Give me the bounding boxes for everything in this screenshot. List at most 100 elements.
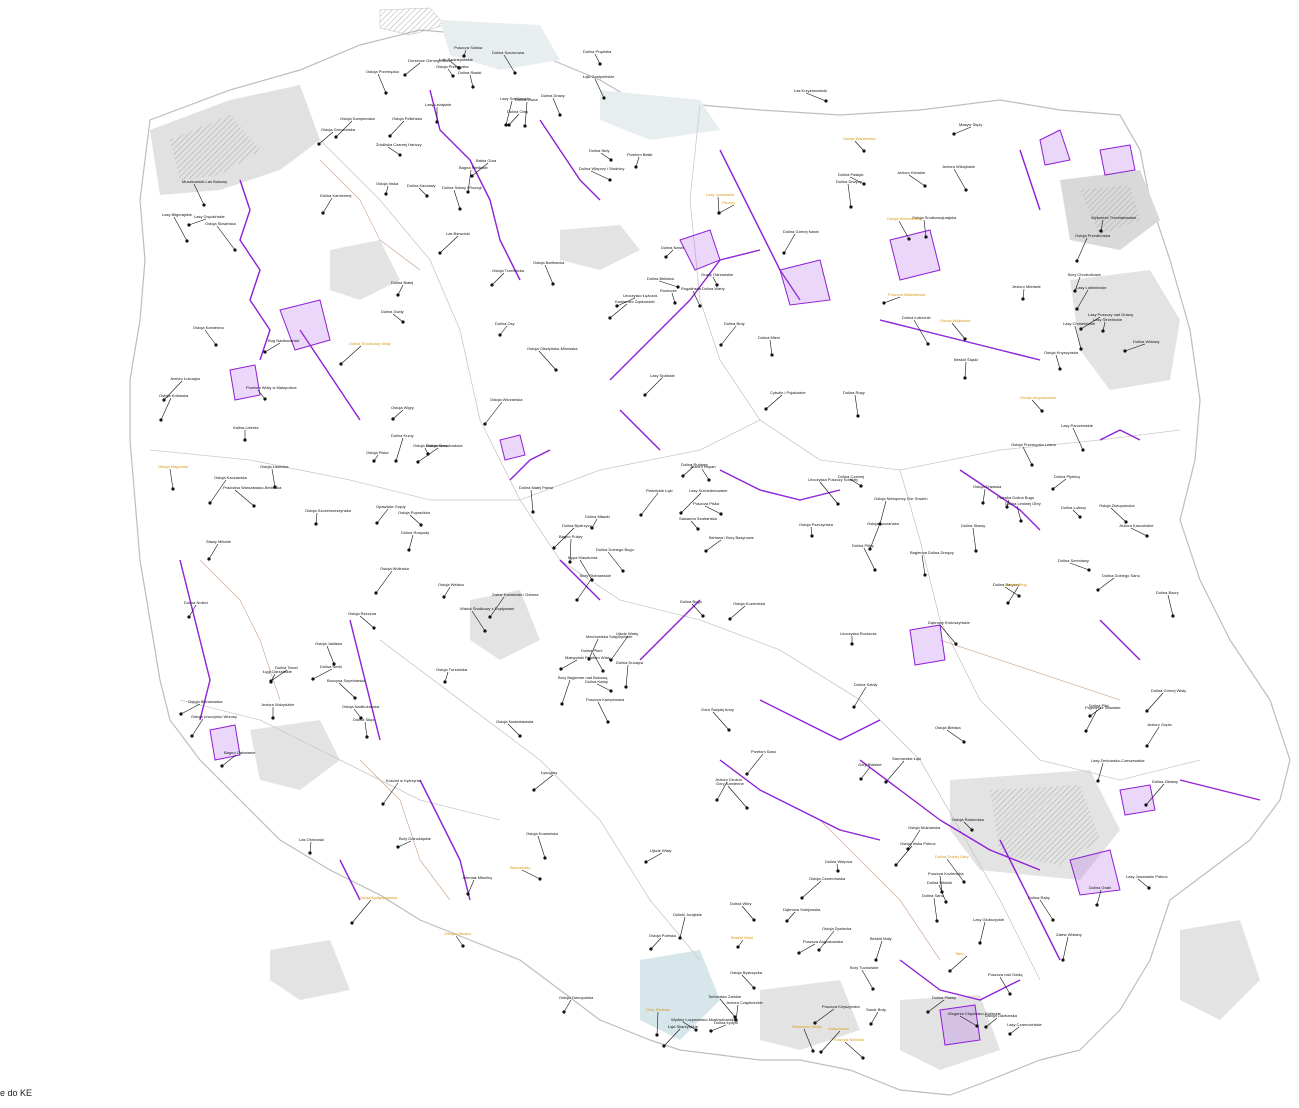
site-label-black: Ostoja Ińska	[376, 181, 399, 186]
site-label-black: Ostoja Kosewicka	[526, 831, 558, 836]
site-label-black: Ostoja Nadrzeczna	[413, 443, 448, 448]
leader-line	[663, 1028, 681, 1047]
site-label-black: Dolina Łobżonki	[902, 315, 931, 320]
leader-line	[530, 489, 534, 513]
site-label-black: Dolina Bełdanu	[647, 276, 675, 281]
leader-dot	[824, 99, 828, 103]
site-label-black: Dolina Bzury	[1156, 590, 1179, 595]
leader-dot	[562, 1010, 566, 1014]
leader-line	[1146, 726, 1160, 747]
leader-line	[953, 168, 967, 191]
leader-dot	[483, 629, 487, 633]
leader-dot	[187, 223, 191, 227]
leader-line	[719, 998, 736, 1018]
leader-line	[392, 313, 404, 323]
leader-dot	[698, 304, 702, 308]
leader-dot	[836, 869, 840, 873]
site-label-black: Uroczysko Łężczok	[623, 293, 658, 298]
leader-line	[489, 596, 505, 618]
site-label-black: Dolina Brdy	[724, 321, 745, 326]
leader-line	[1110, 507, 1127, 523]
leader-line	[173, 216, 188, 242]
leader-line	[318, 131, 334, 145]
leader-dot	[1040, 409, 1044, 413]
leader-line	[163, 380, 183, 401]
site-label-black: Jeziora Wiżajńskie	[942, 164, 976, 169]
leader-line	[690, 520, 699, 530]
leader-dot	[836, 502, 840, 506]
leader-dot	[681, 474, 685, 478]
leader-line	[985, 1017, 998, 1028]
leader-line	[443, 586, 451, 598]
leader-dot	[1019, 519, 1023, 523]
site-label-black: Dolina Płytnicy	[1054, 474, 1081, 479]
leader-dot	[874, 958, 878, 962]
leader-dot	[438, 251, 442, 255]
leader-line	[271, 468, 276, 488]
leader-line	[376, 508, 389, 524]
leader-line	[1072, 509, 1081, 518]
site-label-black: Lasy Leżajskie	[425, 102, 452, 107]
leader-dot	[159, 418, 163, 422]
leader-line	[746, 753, 764, 775]
leader-dot	[981, 501, 985, 505]
leader-line	[1145, 783, 1165, 806]
leader-dot	[819, 1050, 823, 1054]
leader-dot	[727, 728, 731, 732]
site-label-black: Dolina Kwisy	[585, 679, 608, 684]
site-label-black: Dolina Baryczy	[993, 582, 1020, 587]
site-label-black: Lasy Żerkowsko-Czeszewskie	[1091, 758, 1145, 763]
leader-dot	[884, 780, 888, 784]
leader-dot	[964, 188, 968, 192]
leader-dot	[554, 368, 558, 372]
leader-line	[727, 785, 748, 809]
leader-dot	[719, 512, 723, 516]
leader-dot	[924, 235, 928, 239]
leader-dot	[375, 521, 379, 525]
leader-line	[1089, 707, 1102, 717]
site-label-black: Puszcza Kampinoska	[586, 697, 625, 702]
leader-dot	[384, 192, 388, 196]
leader-line	[820, 1030, 841, 1053]
leader-dot	[391, 417, 395, 421]
legend-text: e do KE	[0, 1088, 33, 1098]
leader-dot	[970, 828, 974, 832]
leader-dot	[490, 283, 494, 287]
leader-line	[953, 126, 972, 135]
site-label-orange: Dolina Środkowej Wisły	[349, 341, 391, 346]
leader-line	[907, 829, 921, 850]
leader-line	[1069, 562, 1090, 571]
leader-dot	[923, 573, 927, 577]
site-label-black: Ostoja Trzebnicka	[492, 268, 525, 273]
leader-dot	[752, 918, 756, 922]
leader-line	[326, 645, 335, 665]
leader-dot	[715, 798, 719, 802]
leader-line	[544, 264, 554, 285]
site-label-black: Dolina Bugu	[680, 599, 702, 604]
leader-line	[640, 492, 659, 516]
leader-dot	[963, 376, 967, 380]
site-label-black: Ostoja Jaśliska	[315, 641, 342, 646]
leader-dot	[678, 936, 682, 940]
leader-dot	[1030, 463, 1034, 467]
leader-line	[392, 409, 404, 420]
site-label-black: Torfowisko Żarskie	[708, 994, 742, 999]
site-label-black: Ostoja Olsztyńsko-Mirowska	[527, 346, 578, 351]
leader-line	[610, 635, 629, 661]
leader-line	[1137, 878, 1150, 889]
leader-line	[879, 500, 887, 525]
leader-dot	[655, 1033, 659, 1037]
leader-line	[913, 319, 929, 345]
leader-dot	[984, 1025, 988, 1029]
site-label-black: Buczyna Szymbarska	[327, 678, 366, 683]
site-label-orange: Ostoja Warmińska	[843, 136, 876, 141]
site-label-black: Ostoja Ińska Północ	[900, 841, 936, 846]
site-label-black: Jezioro Kierskie	[897, 170, 926, 175]
leader-dot	[606, 720, 610, 724]
site-label-black: Dolina Tanwi	[275, 665, 298, 670]
leader-dot	[598, 62, 602, 66]
site-label-black: Sandr Brdy	[866, 1007, 887, 1012]
site-label-black: Ostoja Popradzka	[398, 510, 430, 515]
site-label-black: Bagno Pulwy	[559, 534, 583, 539]
